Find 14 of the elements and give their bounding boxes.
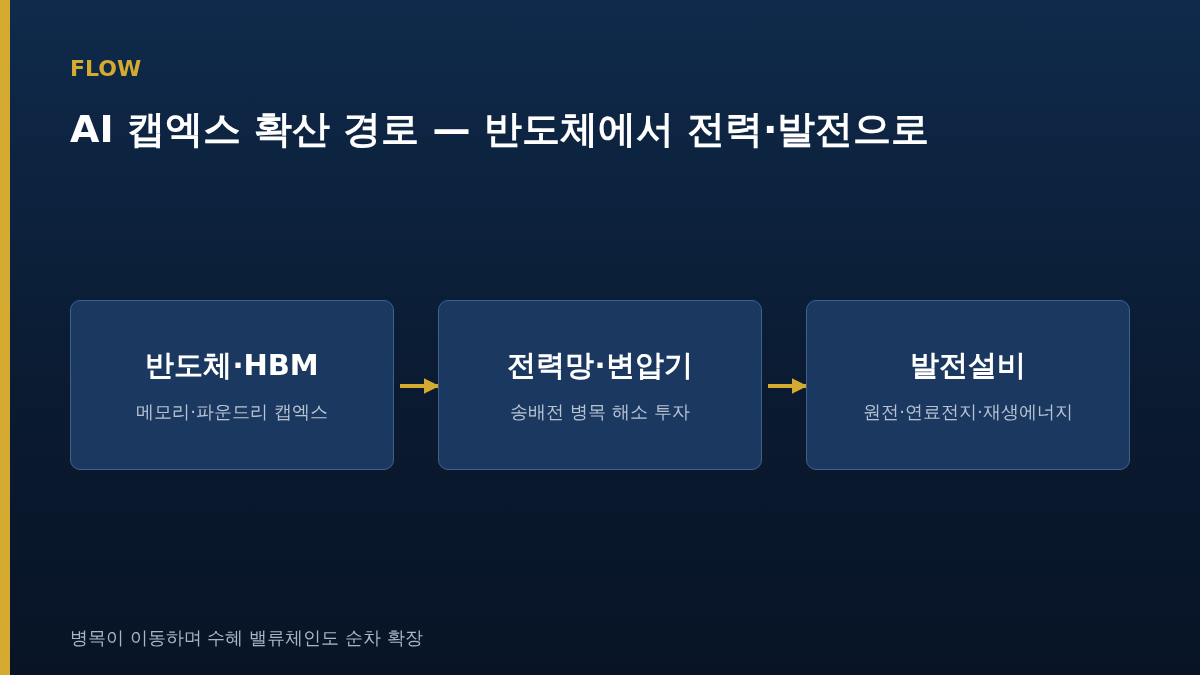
box-subtitle: 송배전 병목 해소 투자 — [510, 400, 690, 424]
kicker-text: FLOW — [70, 56, 142, 81]
box-subtitle: 원전·연료전지·재생에너지 — [863, 400, 1073, 424]
box-heading: 발전설비 — [910, 347, 1026, 384]
title: AI 캡엑스 확산 경로 — 반도체에서 전력·발전으로 — [70, 106, 930, 153]
process-box — [806, 300, 1130, 470]
box-heading: 반도체·HBM — [145, 347, 319, 384]
box-heading: 전력망·변압기 — [507, 347, 693, 384]
footnote: 병목이 이동하며 수혜 밸류체인도 순차 확장 — [70, 626, 423, 650]
arrow — [400, 378, 440, 394]
box-subtitle: 메모리·파운드리 캡엑스 — [136, 400, 328, 424]
process-box — [70, 300, 394, 470]
arrow — [768, 378, 808, 394]
process-box — [438, 300, 762, 470]
